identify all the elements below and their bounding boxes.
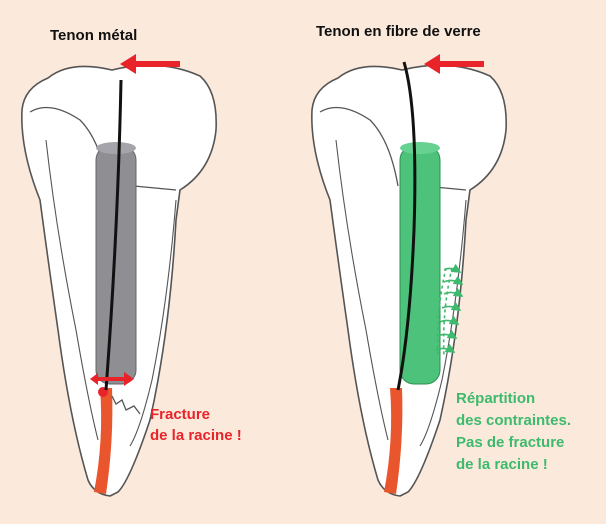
fracture-annotation-line-2: de la racine ! [150, 425, 242, 446]
distribution-annotation-line-1: Répartition [456, 388, 571, 410]
distribution-annotation-line-2: des contraintes. [456, 410, 571, 432]
fracture-annotation: Fracture de la racine ! [150, 404, 242, 446]
left-title: Tenon métal [50, 27, 137, 44]
distribution-annotation-line-3: Pas de fracture [456, 432, 571, 454]
distribution-annotation-line-4: de la racine ! [456, 454, 571, 476]
fracture-annotation-line-1: Fracture [150, 404, 242, 425]
distribution-annotation: Répartition des contraintes. Pas de frac… [456, 388, 571, 476]
metal-post [96, 146, 136, 384]
right-title: Tenon en fibre de verre [316, 23, 481, 40]
